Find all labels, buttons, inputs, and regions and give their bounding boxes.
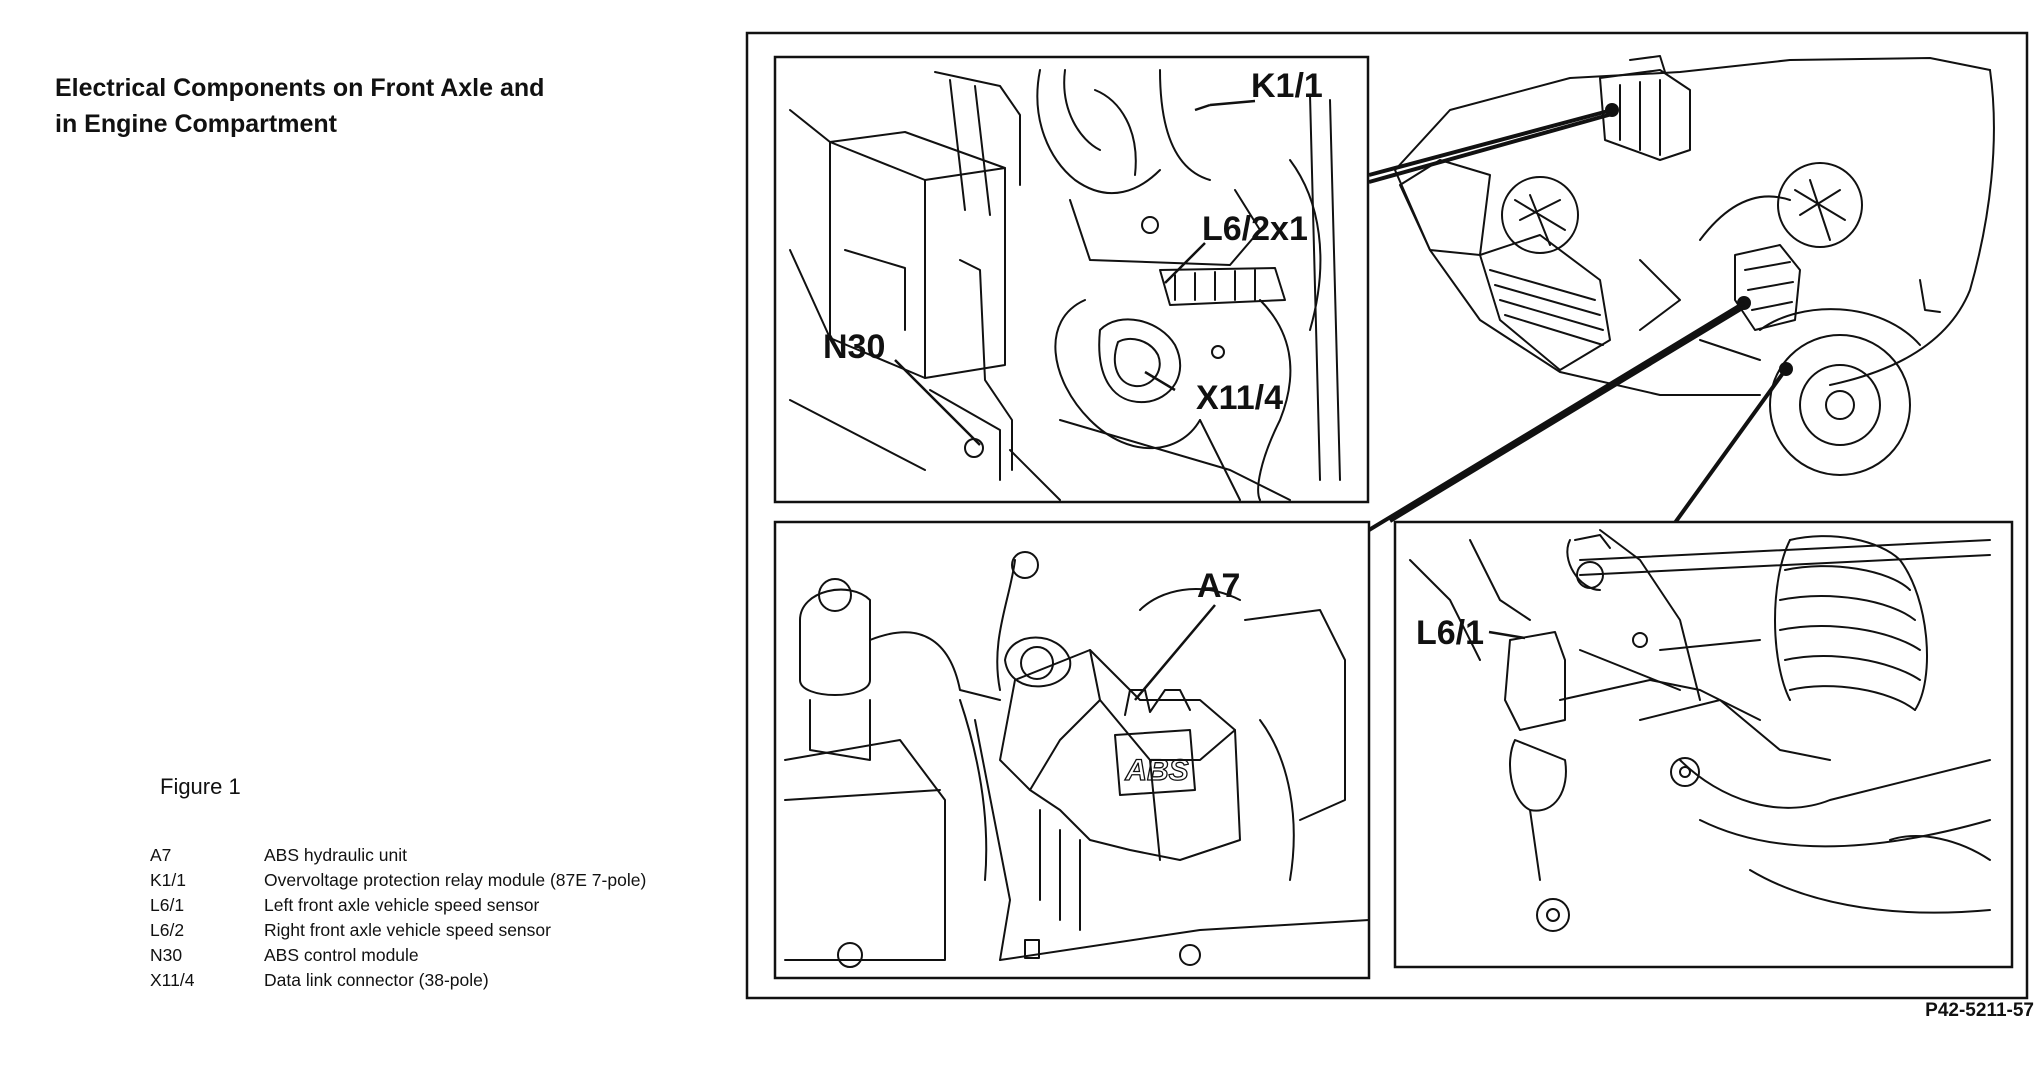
legend-row: L6/1 Left front axle vehicle speed senso… <box>150 893 646 918</box>
legend-code: N30 <box>150 945 183 965</box>
outer-frame <box>745 31 2029 1000</box>
callout-a7: A7 <box>1197 567 1240 605</box>
legend-desc: ABS hydraulic unit <box>264 845 407 865</box>
vehicle-front-overview <box>1394 55 1995 476</box>
callout-n30: N30 <box>823 328 885 366</box>
legend-row: X11/4 Data link connector (38-pole) <box>150 968 646 993</box>
page-title: Electrical Components on Front Axle and … <box>55 70 544 142</box>
legend-code: A7 <box>150 845 172 865</box>
reference-code: P42-5211-57 <box>1925 1000 2034 1021</box>
legend-row: A7 ABS hydraulic unit <box>150 843 646 868</box>
legend-desc: ABS control module <box>264 945 419 965</box>
callout-l6-1: L6/1 <box>1416 614 1484 652</box>
legend-code: L6/2 <box>150 920 185 940</box>
legend-desc: Overvoltage protection relay module (87E… <box>264 870 647 890</box>
callout-l6-2x1: L6/2x1 <box>1202 210 1308 248</box>
legend-code: L6/1 <box>150 895 185 915</box>
title-line-1: Electrical Components on Front Axle and <box>55 74 545 102</box>
abs-unit-panel: ABS A7 <box>773 520 1371 980</box>
engine-detail-panel: K1/1 L6/2x1 N30 X11/4 <box>773 55 1370 504</box>
legend-desc: Right front axle vehicle speed sensor <box>264 920 551 940</box>
title-line-2: in Engine Compartment <box>55 110 337 138</box>
legend-code: X11/4 <box>150 970 195 990</box>
legend-code: K1/1 <box>150 870 186 890</box>
legend-row: N30 ABS control module <box>150 943 646 968</box>
callout-k1-1: K1/1 <box>1251 67 1323 105</box>
speed-sensor-panel: L6/1 <box>1393 520 2014 969</box>
legend: A7 ABS hydraulic unit K1/1 Overvoltage p… <box>150 843 646 993</box>
legend-row: L6/2 Right front axle vehicle speed sens… <box>150 918 646 943</box>
callout-x11-4: X11/4 <box>1196 379 1283 417</box>
figure-label: Figure 1 <box>160 774 241 799</box>
abs-badge: ABS <box>1124 754 1188 787</box>
legend-desc: Data link connector (38-pole) <box>264 970 489 990</box>
legend-desc: Left front axle vehicle speed sensor <box>264 895 540 915</box>
legend-row: K1/1 Overvoltage protection relay module… <box>150 868 646 893</box>
